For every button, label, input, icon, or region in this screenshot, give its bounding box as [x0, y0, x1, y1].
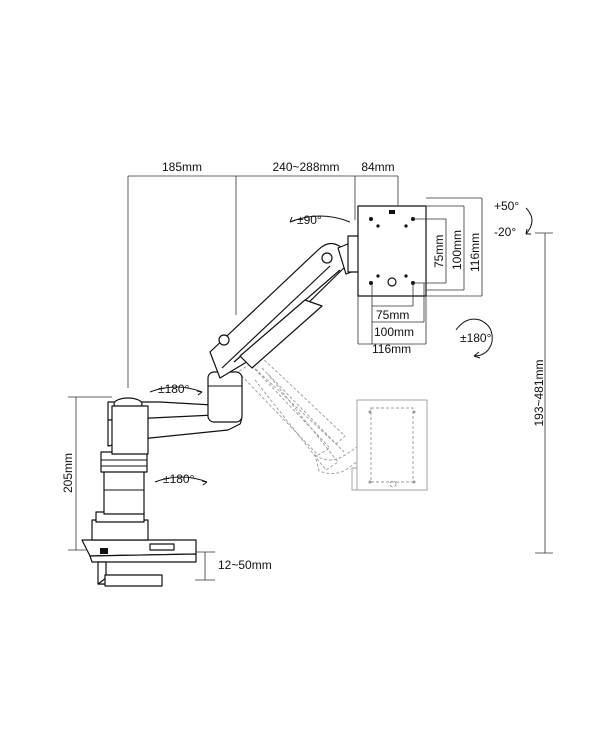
lowered-arm-ghost	[237, 353, 428, 491]
elbow-joint	[207, 371, 243, 423]
vesa-h-75: 75mm	[376, 308, 409, 322]
dim-arm-reach: 240~288mm	[272, 160, 339, 174]
tilt-up: +50°	[494, 199, 519, 213]
vesa-h-100: 100mm	[374, 325, 414, 339]
vesa-v-75: 75mm	[432, 235, 446, 268]
tilt-down: -20°	[494, 225, 516, 239]
mount-pole	[103, 469, 145, 515]
rotation-arrow-icon	[455, 318, 493, 359]
vesa-hole	[369, 217, 373, 221]
rot-screen: ±180°	[460, 331, 492, 345]
vesa-h-116: 116mm	[372, 342, 411, 356]
dim-base-to-pole: 185mm	[162, 160, 202, 174]
rotation-arrow-icon	[289, 215, 351, 223]
vesa-v-116: 116mm	[468, 233, 482, 272]
monitor-arm	[81, 197, 483, 587]
dim-plate-offset: 84mm	[361, 160, 394, 174]
rotation-arrow-icon	[154, 476, 208, 486]
base-block	[91, 519, 149, 541]
desk-clamp	[81, 539, 197, 557]
upper-gas-spring-arm	[209, 242, 351, 379]
tilt-arrow-icon	[525, 207, 533, 235]
rot-base-joint: ±180°	[163, 472, 195, 486]
dim-clamp-range: 12~50mm	[218, 558, 272, 572]
rotation-arrow-icon	[149, 386, 203, 396]
rot-swivel-head: ±90°	[297, 213, 322, 227]
dim-height-range: 193~481mm	[532, 359, 546, 426]
dim-base-height: 205mm	[61, 453, 75, 493]
rot-arm-joint: ±180°	[158, 382, 190, 396]
dimension-lines	[68, 175, 553, 581]
vesa-v-100: 100mm	[450, 230, 464, 270]
